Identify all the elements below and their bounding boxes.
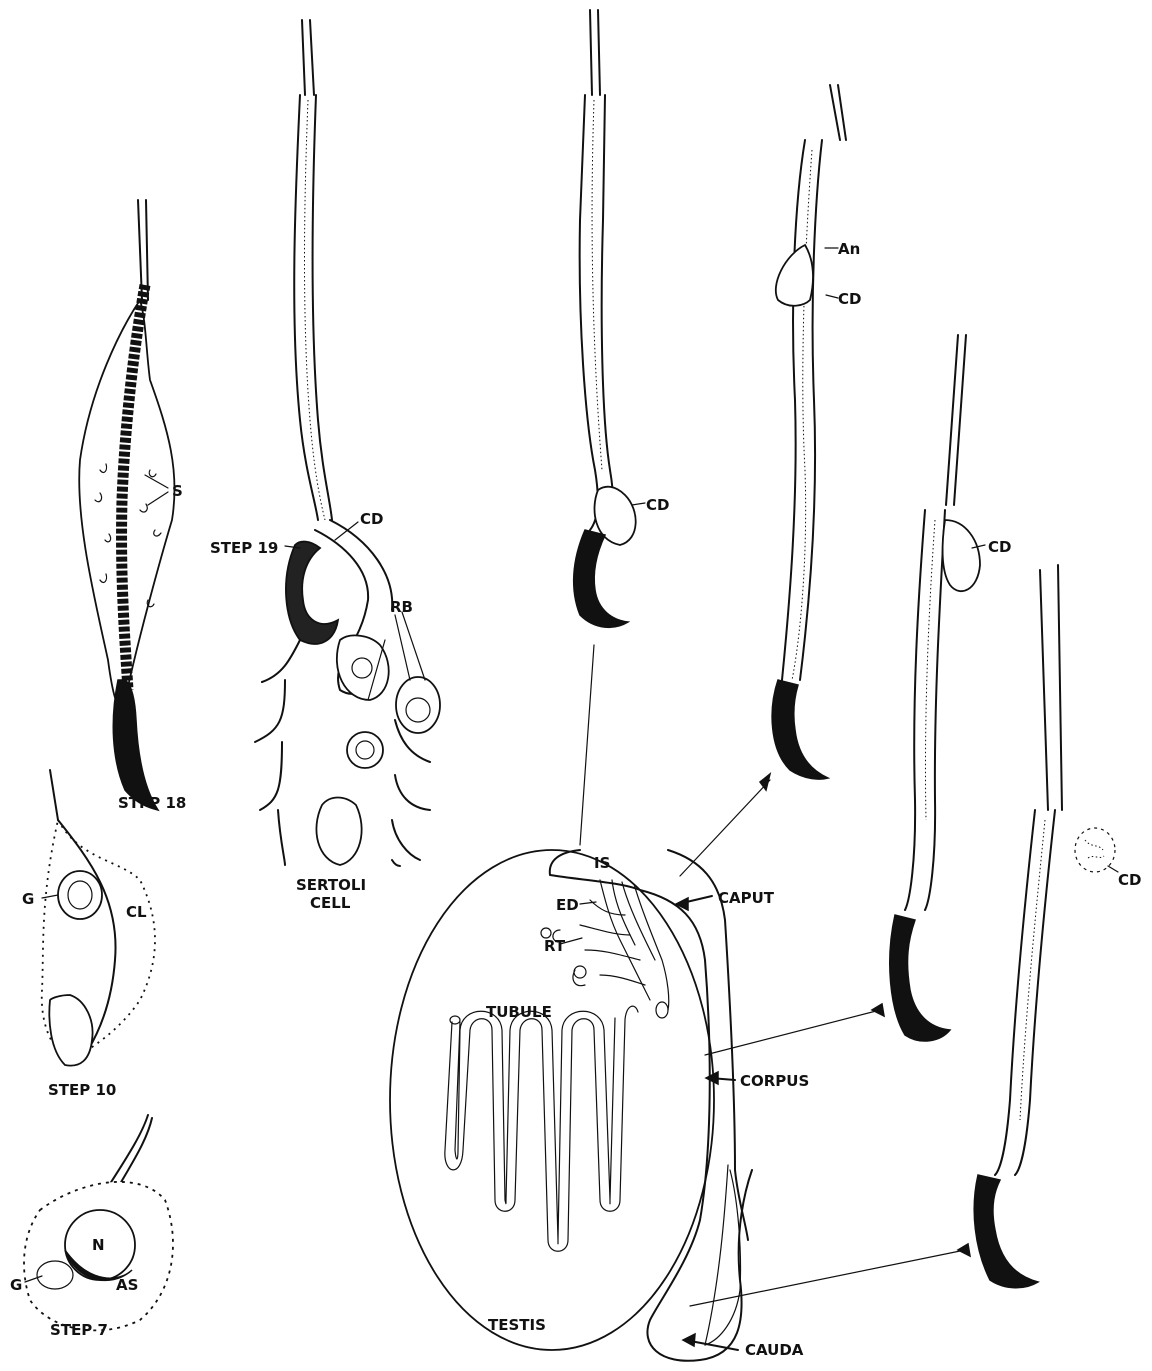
step18-spermatid: S STFP 18 [79, 200, 186, 812]
label-sertoli-line1: SERTOLI [296, 876, 366, 894]
label-corpus: CORPUS [740, 1072, 809, 1090]
region-arrows: CAPUT CORPUS CAUDA [676, 889, 809, 1359]
label-cd-detached: CD [1118, 871, 1141, 889]
label-tubule: TUBULE [486, 1003, 552, 1021]
seminiferous-tubule-loops [445, 1006, 638, 1251]
sperm-corpus: CD [705, 335, 1011, 1055]
label-g-step10: G [22, 890, 34, 908]
label-step10: STEP 10 [48, 1081, 116, 1099]
label-cd-step19: CD [360, 510, 383, 528]
testis-epididymis: IS ED RT TUBULE TESTIS [390, 850, 752, 1361]
sperm-caput: An CD [680, 85, 861, 876]
label-step19: STEP 19 [210, 539, 278, 557]
label-testis: TESTIS [488, 1316, 546, 1334]
label-cauda: CAUDA [745, 1341, 804, 1359]
label-cd-sperm1: CD [646, 496, 669, 514]
label-g-step7: G [10, 1276, 22, 1294]
label-s: S [172, 482, 183, 500]
label-cd-sperm3: CD [988, 538, 1011, 556]
label-cl: CL [126, 903, 147, 921]
label-rb: RB [390, 598, 413, 616]
step10-spermatid: G CL STEP 10 [22, 770, 155, 1099]
label-sertoli-line2: CELL [310, 894, 351, 912]
step19-and-sertoli-cell: CD RB STEP 19 SERTOLI CELL [210, 20, 440, 912]
label-caput: CAPUT [718, 889, 775, 907]
label-step18: STFP 18 [118, 794, 186, 812]
step7-spermatid: N G AS STEP 7 [10, 1115, 173, 1339]
label-ed: ED [556, 896, 579, 914]
detached-cytoplasmic-droplet: CD [1075, 828, 1141, 889]
label-an: An [838, 240, 860, 258]
label-cd-sperm2: CD [838, 290, 861, 308]
label-as: AS [116, 1276, 138, 1294]
label-rt: RT [544, 937, 566, 955]
label-is: IS [594, 854, 610, 872]
sperm-testicular: CD [574, 10, 670, 845]
label-step7: STEP 7 [50, 1321, 108, 1339]
label-n: N [92, 1236, 105, 1254]
